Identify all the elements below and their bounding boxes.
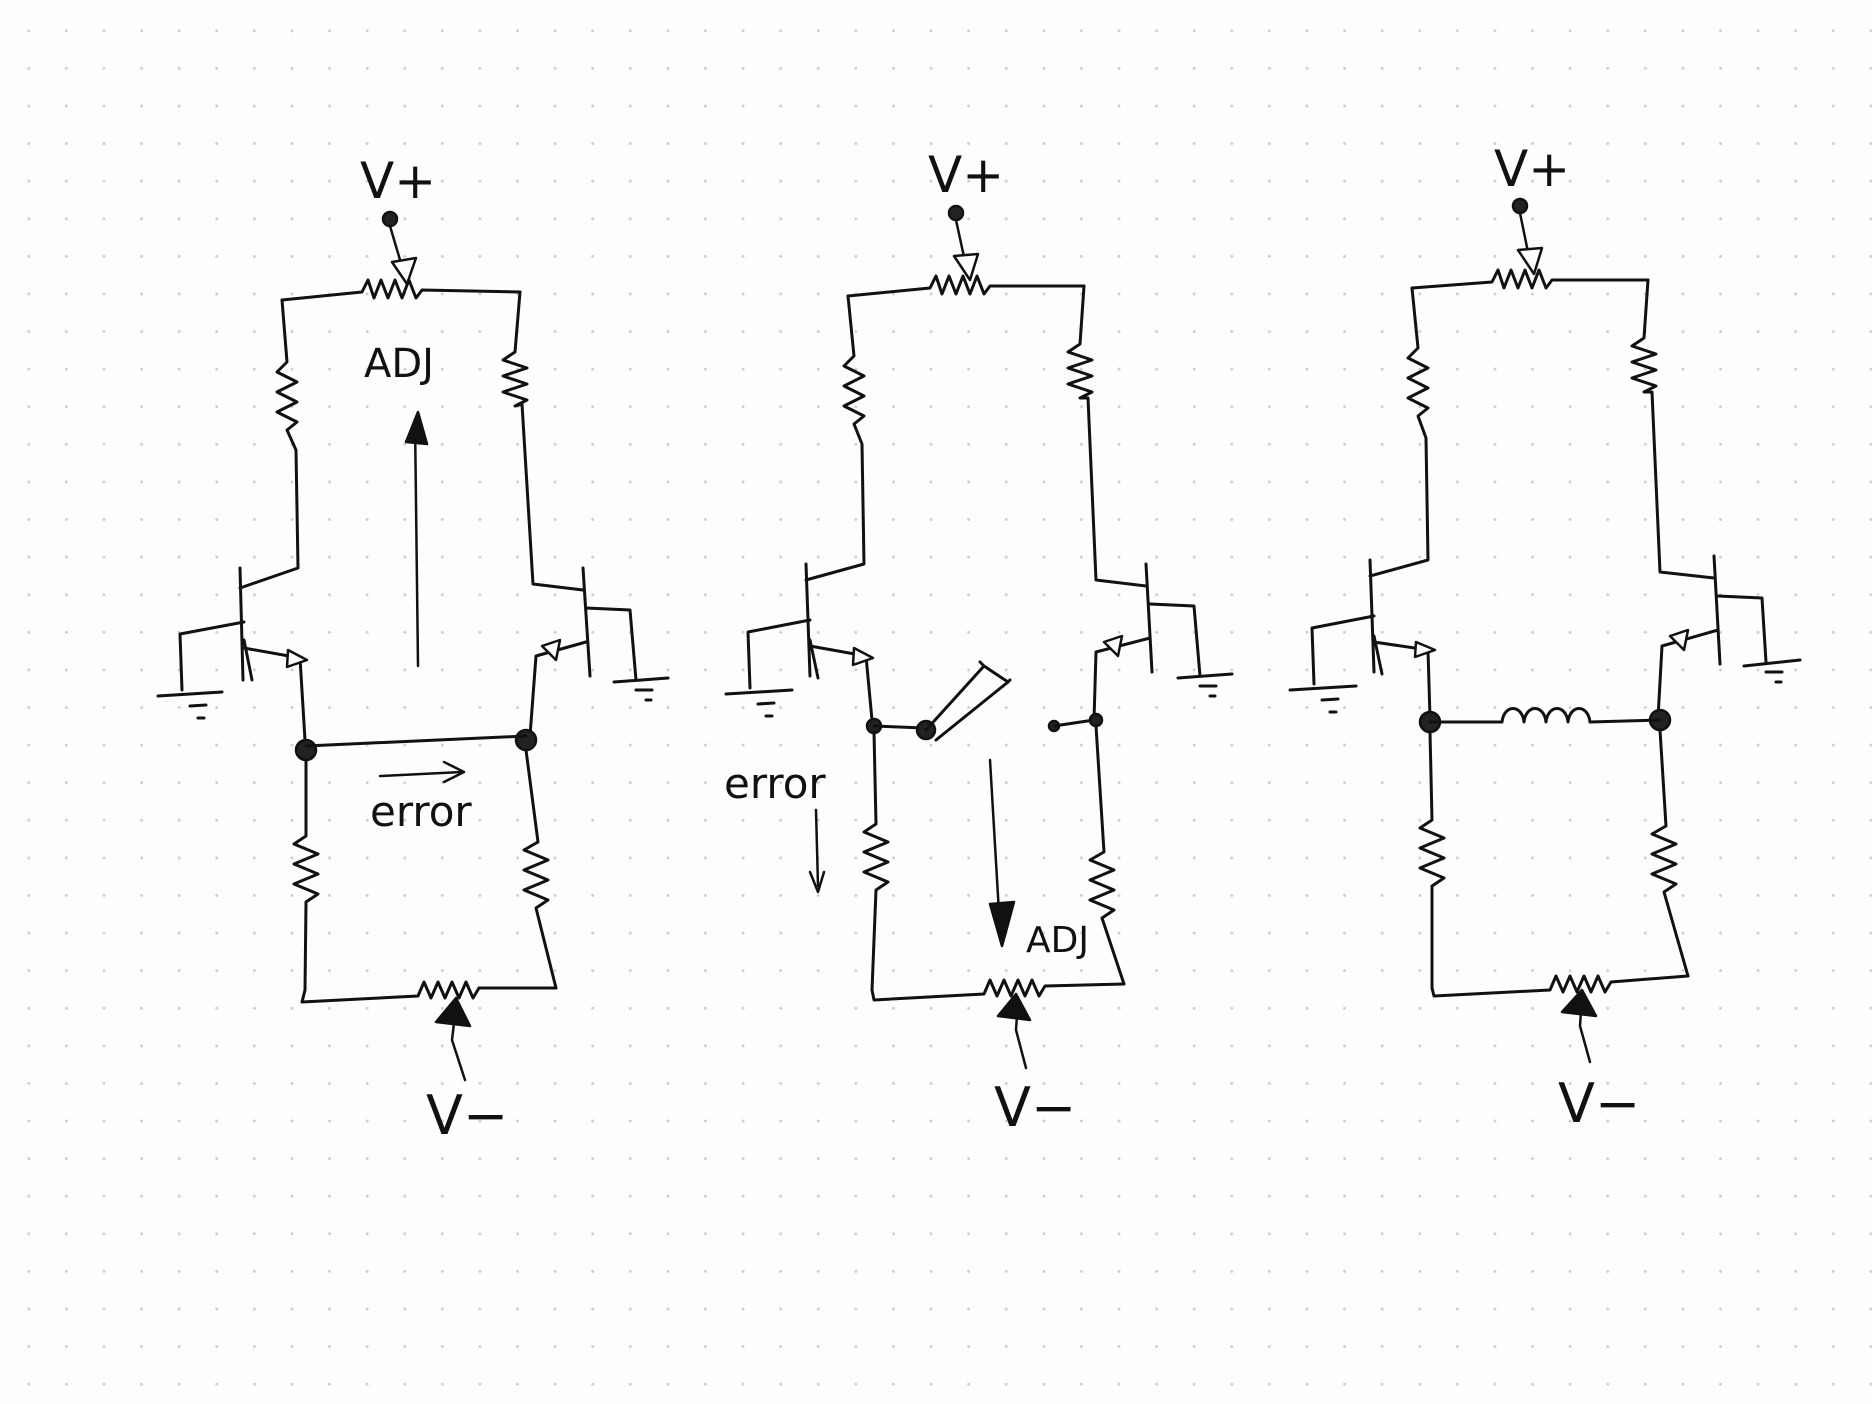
adj-arrow-icon xyxy=(404,410,429,446)
right-base-lead xyxy=(584,606,638,682)
error-arrow-shaft xyxy=(814,808,820,888)
adj-label: ADJ xyxy=(1026,920,1089,961)
left-upper-resistor xyxy=(238,298,300,590)
wiper-arrow-icon xyxy=(1516,246,1544,276)
vplus-terminal xyxy=(1511,197,1529,215)
vminus-label: V− xyxy=(994,1076,1076,1139)
right-transistor-base xyxy=(581,566,592,678)
vminus-label: V− xyxy=(426,1084,508,1147)
bridge-wire xyxy=(304,734,528,748)
bottom-wiper-arrow-icon xyxy=(1560,988,1598,1018)
error-arrow-icon xyxy=(808,870,826,894)
panel-2: V+ error ADJ xyxy=(724,146,1234,1139)
top-potentiometer xyxy=(846,274,1086,298)
left-upper-resistor xyxy=(804,294,866,582)
vplus-label: V+ xyxy=(1494,140,1570,198)
error-arrow-icon xyxy=(442,760,466,784)
right-lower-resistor xyxy=(1650,728,1690,978)
wiper-arrow-icon xyxy=(952,252,980,282)
right-transistor-base xyxy=(1144,562,1154,674)
error-arrow-shaft xyxy=(378,770,464,778)
right-upper-resistor xyxy=(1630,278,1716,580)
bottom-potentiometer xyxy=(1430,974,1690,998)
right-node xyxy=(1088,712,1104,728)
left-transistor-base xyxy=(238,566,245,682)
right-emitter xyxy=(1092,636,1152,722)
left-ground-icon xyxy=(724,688,794,718)
right-stub xyxy=(1052,718,1096,728)
left-base-lead xyxy=(1310,614,1376,686)
left-emitter-arrow-icon xyxy=(851,646,875,667)
right-emitter-arrow-icon xyxy=(540,638,562,662)
wiper-arrow-icon xyxy=(390,256,418,286)
left-upper-resistor xyxy=(1368,286,1430,578)
left-lower-resistor xyxy=(1418,730,1446,990)
right-ground-icon xyxy=(1176,672,1234,698)
right-lower-resistor xyxy=(522,748,558,990)
bottom-wiper-arrow-icon xyxy=(434,996,472,1028)
vplus-label: V+ xyxy=(928,146,1004,204)
right-ground-icon xyxy=(1742,658,1802,684)
switch-blade-icon xyxy=(924,664,1010,742)
bottom-potentiometer xyxy=(870,978,1126,1002)
bottom-potentiometer xyxy=(300,980,558,1004)
adj-arrow-shaft xyxy=(988,758,1002,932)
panel-3: V+ V− xyxy=(1288,140,1802,1135)
top-potentiometer xyxy=(280,278,522,302)
left-node xyxy=(294,738,318,762)
left-lower-resistor xyxy=(292,758,320,992)
panel-1: V+ ADJ error xyxy=(156,152,670,1147)
vplus-terminal xyxy=(381,210,399,228)
bottom-wiper-arrow-icon xyxy=(996,992,1032,1022)
right-base-lead xyxy=(1148,602,1202,678)
right-transistor-base xyxy=(1712,554,1722,666)
inductor-icon xyxy=(1428,707,1662,724)
right-ground-icon xyxy=(612,676,670,702)
error-label: error xyxy=(724,759,826,808)
left-emitter-arrow-icon xyxy=(1413,640,1437,659)
left-ground-icon xyxy=(156,690,224,720)
top-potentiometer xyxy=(1410,268,1650,290)
right-emitter xyxy=(528,640,588,738)
left-base-lead xyxy=(178,620,246,692)
left-ground-icon xyxy=(1288,684,1358,714)
right-upper-resistor xyxy=(1066,284,1148,588)
left-stub xyxy=(872,724,926,730)
adj-label: ADJ xyxy=(364,341,434,387)
right-emitter-arrow-icon xyxy=(1102,634,1124,658)
right-lower-resistor xyxy=(1088,724,1126,986)
left-emitter-arrow-icon xyxy=(285,648,309,669)
vplus-label: V+ xyxy=(360,152,436,210)
right-emitter-arrow-icon xyxy=(1668,628,1690,652)
left-lower-resistor xyxy=(862,730,890,992)
right-emitter xyxy=(1656,628,1720,720)
right-node xyxy=(514,728,538,752)
vminus-label: V− xyxy=(1558,1072,1640,1135)
right-upper-resistor xyxy=(501,290,585,592)
vplus-terminal xyxy=(947,204,965,222)
adj-arrow-shaft xyxy=(413,418,420,668)
error-label: error xyxy=(370,787,472,836)
right-base-lead xyxy=(1716,594,1768,664)
left-base-lead xyxy=(746,618,812,690)
adj-arrow-icon xyxy=(988,900,1016,948)
switch-blade-end xyxy=(978,660,1012,684)
